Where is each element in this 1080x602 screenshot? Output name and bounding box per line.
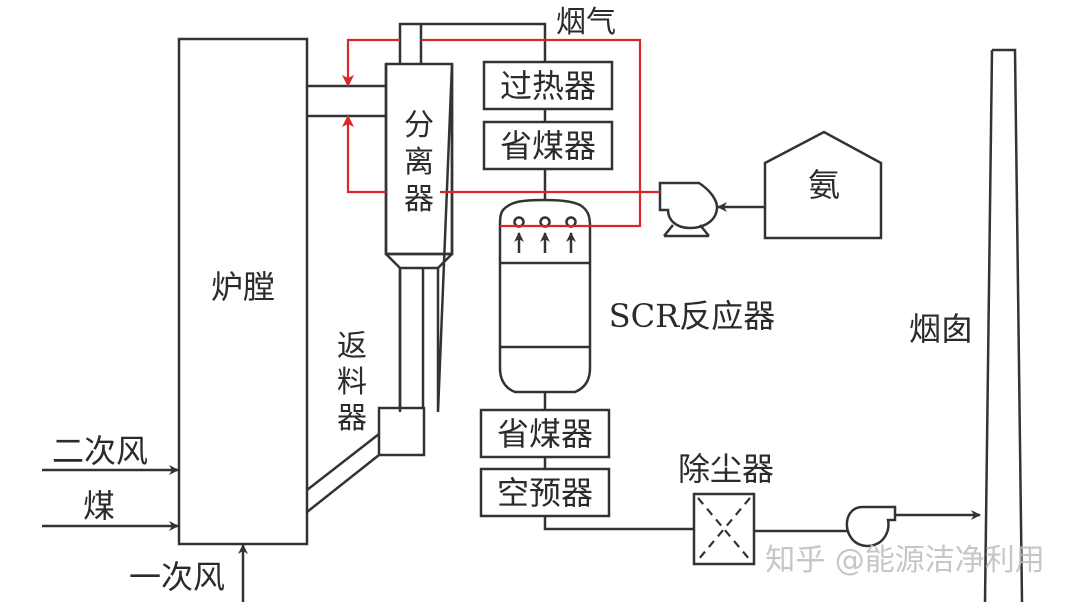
superheater-box [482, 60, 614, 111]
red-line-upper-duct [342, 38, 400, 87]
separator-label-3: 器 [404, 182, 434, 217]
furnace-label: 炉膛 [211, 268, 275, 306]
separator-outlet [398, 22, 547, 64]
red-line-scr [421, 38, 642, 228]
flue-gas-label: 烟气 [556, 5, 616, 40]
ammonia-pump-icon [658, 181, 719, 230]
ammonia-injection-lines [342, 38, 660, 228]
loop-seal-label-2: 料 [337, 365, 367, 400]
duct-aph-dust [543, 516, 694, 531]
ammonia-tank-icon [763, 130, 883, 240]
pump-base [663, 224, 710, 238]
economizer-lower-label: 省煤器 [497, 415, 593, 453]
loop-seal-label-1: 返 [337, 329, 367, 364]
scr-reactor-label: SCR反应器 [609, 297, 776, 335]
loop-seal-box [377, 406, 426, 457]
economizer-upper-box [482, 120, 614, 171]
separator-box [384, 62, 454, 256]
watermark-text: 知乎 @能源洁净利用 [765, 543, 1045, 578]
air-preheater-label: 空预器 [497, 474, 593, 512]
separator-label-2: 离 [404, 145, 434, 180]
chimney-label: 烟囱 [909, 310, 973, 348]
dust-collector-label: 除尘器 [678, 450, 774, 488]
scr-reactor-vessel [498, 198, 592, 394]
coal-label: 煤 [83, 487, 115, 525]
secondary-air-label: 二次风 [52, 432, 148, 470]
separator-label-1: 分 [404, 108, 434, 143]
dust-collector-cross [697, 497, 751, 561]
dust-collector-box [692, 492, 756, 566]
ammonia-nozzles [513, 216, 577, 253]
primary-air-label: 一次风 [129, 558, 225, 596]
economizer-upper-label: 省煤器 [500, 127, 596, 165]
return-leg-top [306, 433, 380, 491]
return-leg-bottom [306, 454, 380, 513]
ammonia-label: 氨 [808, 166, 840, 204]
red-line-lower-duct [342, 115, 386, 194]
loop-seal-label-3: 器 [337, 401, 367, 436]
superheater-label: 过热器 [500, 67, 596, 105]
induced-draft-fan-icon [845, 505, 897, 548]
chimney-icon [983, 48, 1024, 602]
